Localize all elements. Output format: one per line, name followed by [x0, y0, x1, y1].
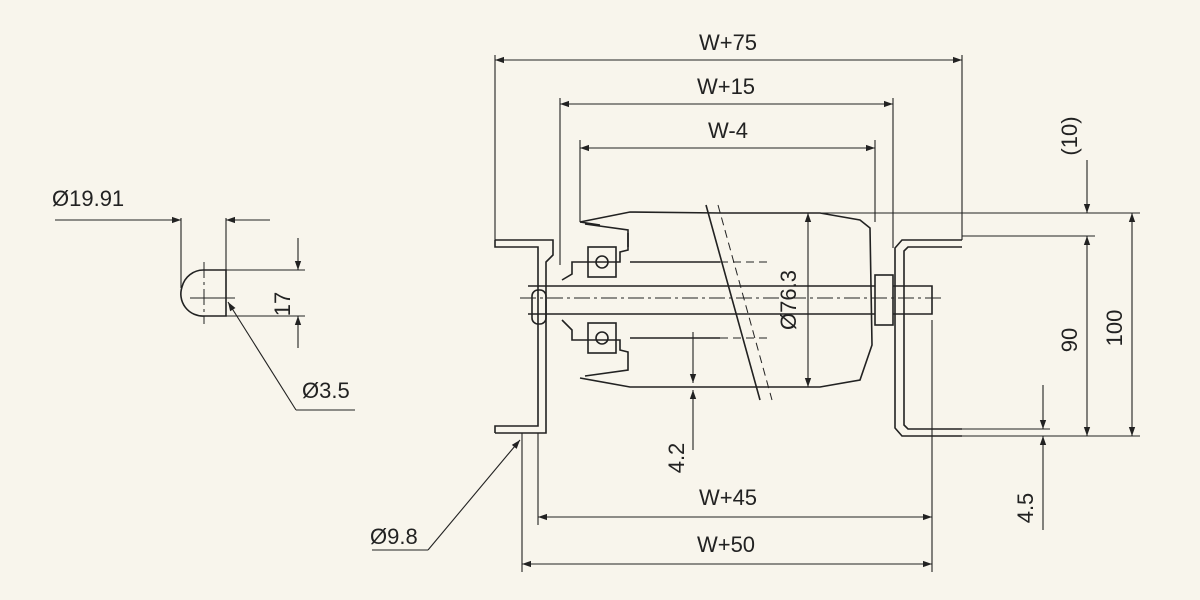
- dim-d1991-label: Ø19.91: [52, 186, 124, 211]
- roller-body: [520, 204, 945, 401]
- dim-45-label: 4.5: [1013, 493, 1038, 524]
- dim-10-label: (10): [1057, 116, 1082, 155]
- bottom-dimensions: [372, 320, 933, 572]
- left-bracket: [494, 55, 581, 434]
- dim-42-label: 4.2: [664, 443, 689, 474]
- dim-w15-label: W+15: [697, 74, 755, 99]
- right-dimensions: [820, 160, 1140, 530]
- dim-w45-label: W+45: [699, 485, 757, 510]
- dim-d98-label: Ø9.8: [370, 524, 418, 549]
- dim-w4-label: W-4: [708, 118, 748, 143]
- dim-100-label: 100: [1102, 310, 1127, 347]
- dim-w50-label: W+50: [697, 532, 755, 557]
- shaft-end-detail: [55, 216, 355, 411]
- dim-d35-label: Ø3.5: [302, 378, 350, 403]
- dim-90-label: 90: [1057, 328, 1082, 352]
- dim-w75-label: W+75: [699, 30, 757, 55]
- dim-17-label: 17: [270, 292, 295, 316]
- top-dimensions: [495, 56, 962, 152]
- dim-d76-label: Ø76.3: [776, 270, 801, 330]
- right-bracket: [874, 55, 963, 437]
